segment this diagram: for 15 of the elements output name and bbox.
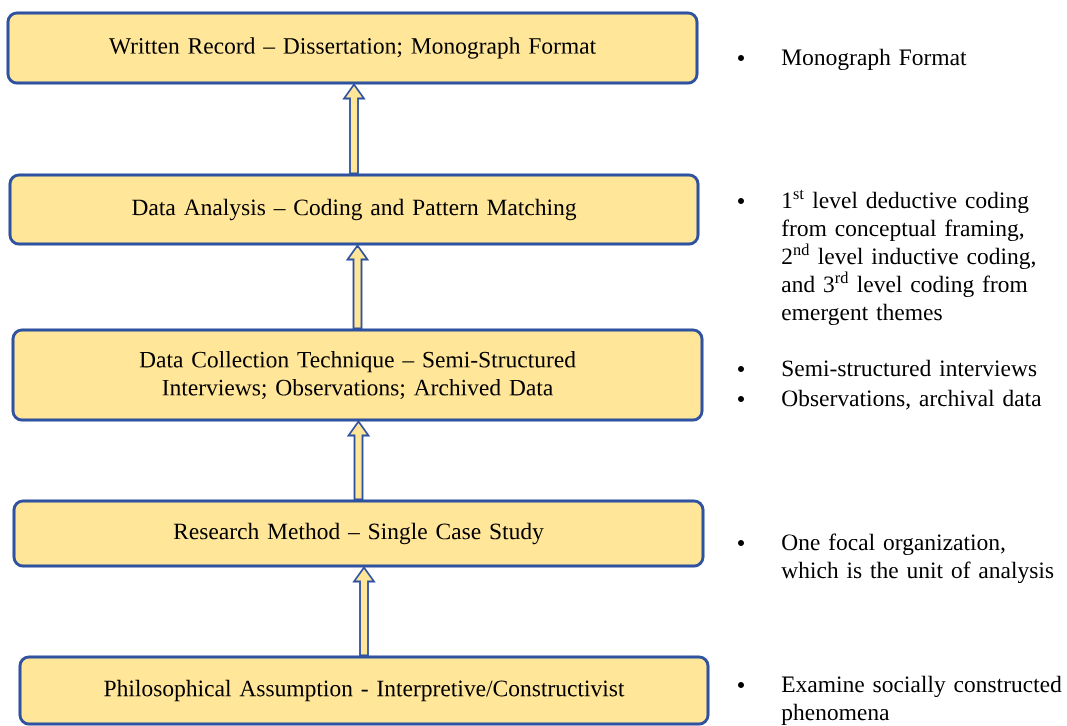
process-box: Data Analysis – Coding and Pattern Matching — [8, 173, 700, 246]
process-box: Data Collection Technique – Semi-Structured Interviews; Observations; Archived Data — [11, 328, 704, 422]
bullet-text: Monograph Format — [781, 48, 967, 71]
arrow — [345, 243, 370, 330]
process-box: Written Record – Dissertation; Monograph Format — [6, 11, 699, 85]
process-box: Research Method – Single Case Study — [12, 499, 705, 568]
arrow — [346, 419, 371, 501]
bullet-text: Observations, archival data — [782, 389, 1042, 410]
bullet-text: Semi-structured interviews — [782, 359, 1037, 377]
arrow — [352, 565, 376, 657]
bullet-text: Examine socially constructed phenomena — [781, 675, 1062, 725]
arrow — [342, 82, 366, 175]
process-box: Philosophical Assumption - Interpretive/Constructivist — [18, 655, 710, 726]
bullet-text: One focal organization, which is the unit of analysis — [781, 533, 1054, 584]
bullet-text: $\text{1}^{\text{st}}\ \allowbreak\text{level}\ \allowbreak\text{deductive}\ \allowbreak\text{coding}\ \allowbreak\text{from}\ \allowbreak\text{conceptual}\ \allowbreak\text{framing,}\ \allowbreak\text{2}^{\text{nd}}\ \allowbreak\text{level}\ \allowbreak\text{inductive}\ \allowbreak\text{coding,}\ \allowbreak\text{and}\ \allowbreak\text{3}^{\text{rd}}\ \allowbreak\text{level}\ \allowbreak\text{coding}\ \allowbreak\text{from}\ \allowbreak\text{emergent}\ \allowbreak\text{themes}$ — [781, 189, 1035, 326]
